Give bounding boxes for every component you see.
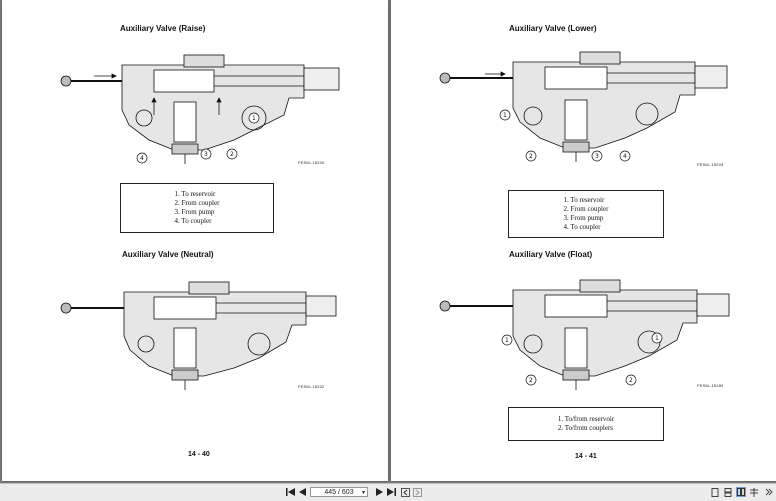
legend-box: 1. To/from reservoir 2. To/from couplers <box>508 407 664 441</box>
valve-diagram-raise: 1 2 3 4 <box>60 54 340 164</box>
svg-text:2: 2 <box>230 151 234 158</box>
page-right: Auxiliary Valve (Lower) 1 <box>391 0 776 481</box>
svg-text:4: 4 <box>140 155 144 162</box>
figure-code: FESM–15202 <box>298 384 325 389</box>
figure-code: FESM–15203 <box>697 162 724 167</box>
figure-title: Auxiliary Valve (Raise) <box>120 24 206 33</box>
current-page-text: 445 / 603 <box>324 489 354 496</box>
legend-box: 1. To reservoir 2. From coupler 3. From … <box>120 183 274 233</box>
svg-text:1: 1 <box>655 335 659 342</box>
legend-item: 1. To reservoir <box>563 196 605 204</box>
single-page-icon[interactable] <box>710 487 720 497</box>
valve-diagram-neutral <box>60 281 337 390</box>
svg-text:1: 1 <box>503 112 507 119</box>
page-number: 14 - 41 <box>575 453 597 460</box>
prev-page-icon[interactable] <box>297 487 307 497</box>
svg-text:3: 3 <box>595 153 599 160</box>
figure-title: Auxiliary Valve (Neutral) <box>122 250 214 259</box>
forward-icon[interactable] <box>412 487 422 497</box>
legend-item: 3. From pump <box>563 214 604 222</box>
figure-title: Auxiliary Valve (Float) <box>509 250 593 259</box>
two-page-continuous-icon[interactable] <box>749 487 759 497</box>
legend-item: 2. To/from couplers <box>557 424 614 432</box>
back-icon[interactable] <box>400 487 410 497</box>
legend-item: 4. To coupler <box>563 223 601 231</box>
legend-item: 1. To reservoir <box>174 190 216 198</box>
svg-text:3: 3 <box>204 151 208 158</box>
svg-text:2: 2 <box>529 377 533 384</box>
figure-title: Auxiliary Valve (Lower) <box>509 24 597 33</box>
more-icon[interactable] <box>764 487 774 497</box>
continuous-icon[interactable] <box>723 487 733 497</box>
page-left: Auxiliary Valve (Raise) <box>2 0 388 481</box>
svg-text:1: 1 <box>505 337 509 344</box>
figure-code: FESM–15200 <box>298 160 325 165</box>
next-page-icon[interactable] <box>374 487 384 497</box>
page-number: 14 - 40 <box>188 451 210 458</box>
svg-text:2: 2 <box>529 153 533 160</box>
valve-diagram-lower: 1 2 3 4 <box>439 51 728 162</box>
legend-item: 2. From coupler <box>563 205 609 213</box>
callout-1: 1 <box>252 115 256 122</box>
two-page-icon[interactable] <box>736 487 746 497</box>
chevron-down-icon[interactable]: ▼ <box>361 490 366 496</box>
legend-item: 1. To/from reservoir <box>557 415 615 423</box>
viewer-toolbar: 445 / 603 ▼ <box>0 483 776 501</box>
svg-text:2: 2 <box>629 377 633 384</box>
last-page-icon[interactable] <box>386 487 396 497</box>
legend-box: 1. To reservoir 2. From coupler 3. From … <box>508 190 664 238</box>
svg-text:4: 4 <box>623 153 627 160</box>
figure-code: FESM–15189 <box>697 383 724 388</box>
first-page-icon[interactable] <box>285 487 295 497</box>
legend-item: 4. To coupler <box>174 217 212 225</box>
legend-item: 3. From pump <box>174 208 215 216</box>
valve-diagram-float: 1 1 2 2 <box>439 279 730 390</box>
legend-item: 2. From coupler <box>174 199 220 207</box>
page-number-input[interactable]: 445 / 603 ▼ <box>310 487 368 497</box>
document-viewport[interactable]: Auxiliary Valve (Raise) <box>0 0 776 483</box>
